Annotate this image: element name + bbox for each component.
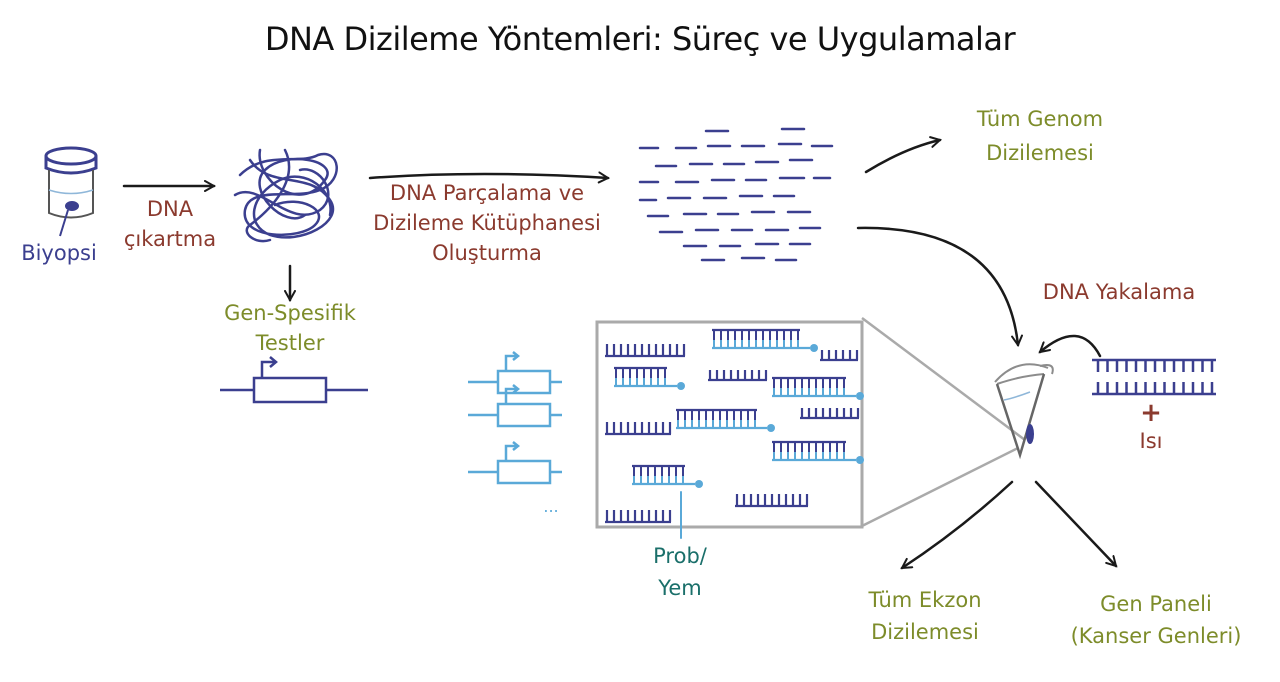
arrow-to-capture bbox=[856, 226, 1018, 345]
probe-bead bbox=[767, 424, 775, 432]
dna-strand bbox=[708, 370, 768, 382]
double-strand-dna-icon bbox=[1092, 358, 1216, 396]
gene-specific-gene-icon bbox=[220, 356, 368, 404]
arrow-to-whole-genome bbox=[864, 140, 940, 174]
arrow-heat-to-tube bbox=[1040, 334, 1102, 358]
dna-strand bbox=[605, 510, 672, 524]
capture-tube-icon bbox=[994, 363, 1054, 460]
probe-bead bbox=[856, 456, 864, 464]
label-heat: Isı bbox=[1139, 429, 1163, 453]
arrow-to-gene-panel bbox=[1034, 480, 1116, 566]
label-fragmentation: DNA Parçalama ve Dizileme Kütüphanesi Ol… bbox=[373, 181, 601, 265]
tangled-dna-icon bbox=[233, 148, 338, 243]
probe-gene-icons bbox=[468, 351, 562, 485]
capture-panel-strands bbox=[605, 328, 864, 524]
page-title: DNA Dizileme Yöntemleri: Süreç ve Uygula… bbox=[264, 20, 1016, 58]
label-whole-genome: Tüm Genom Dizilemesi bbox=[976, 107, 1104, 165]
captured-strand bbox=[712, 328, 818, 352]
captured-strand bbox=[772, 440, 864, 464]
label-dna-capture: DNA Yakalama bbox=[1042, 280, 1196, 304]
zoom-callout-lines bbox=[861, 316, 1026, 528]
dna-strand bbox=[605, 422, 672, 436]
dna-strand bbox=[735, 494, 809, 508]
label-gene-panel: Gen Paneli (Kanser Genleri) bbox=[1070, 592, 1242, 648]
dna-strand bbox=[820, 350, 859, 362]
label-whole-exome: Tüm Ekzon Dizilemesi bbox=[868, 588, 982, 644]
label-gene-specific: Gen-Spesifik Testler bbox=[224, 301, 356, 355]
label-probe: Prob/ Yem bbox=[653, 544, 707, 600]
probe-bead bbox=[695, 480, 703, 488]
process-arrows bbox=[122, 140, 1116, 570]
captured-strand bbox=[614, 366, 685, 390]
dna-strand bbox=[800, 408, 860, 420]
label-biopsy: Biyopsi bbox=[21, 241, 97, 265]
captured-strand bbox=[772, 376, 864, 400]
arrow-to-fragmentation bbox=[368, 174, 608, 178]
dna-fragments-cluster bbox=[638, 127, 834, 262]
probe-gene bbox=[468, 441, 562, 485]
label-plus: + bbox=[1140, 398, 1162, 428]
captured-strand bbox=[632, 464, 703, 488]
probe-bead bbox=[677, 382, 685, 390]
label-dna-extraction: DNA çıkartma bbox=[123, 197, 217, 251]
dna-strand bbox=[605, 344, 686, 358]
probe-bead bbox=[856, 392, 864, 400]
probe-gene bbox=[468, 384, 562, 428]
probe-gene bbox=[468, 351, 562, 395]
captured-strand bbox=[676, 408, 775, 432]
arrow-to-exome bbox=[902, 480, 1014, 570]
biopsy-container-icon bbox=[44, 146, 98, 237]
label-ellipsis: ... bbox=[543, 497, 559, 516]
probe-bead bbox=[810, 344, 818, 352]
